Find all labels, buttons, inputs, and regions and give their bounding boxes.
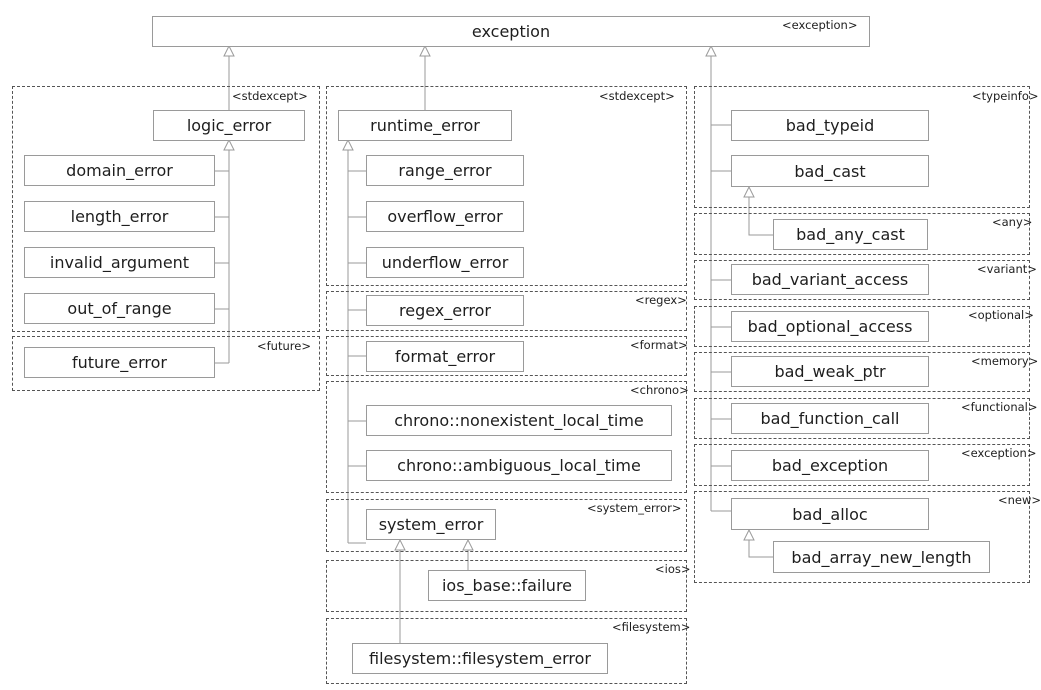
- format-error-label: format_error: [394, 347, 496, 366]
- nonexistent-local-time-label: chrono::nonexistent_local_time: [394, 411, 644, 430]
- group-filesystem: [326, 618, 687, 684]
- logic-error-label: logic_error: [186, 116, 272, 135]
- invalid-argument-label: invalid_argument: [49, 253, 190, 272]
- range-error-label: range_error: [398, 161, 492, 180]
- logic-error-class: logic_error: [153, 110, 305, 141]
- group-typeinfo: [694, 86, 1030, 208]
- group-ios: [326, 560, 687, 612]
- group-format-header: <format>: [630, 338, 688, 352]
- group-optional: [694, 306, 1030, 347]
- underflow-error-label: underflow_error: [381, 253, 509, 272]
- bad-typeid-label: bad_typeid: [785, 116, 875, 135]
- out-of-range-label: out_of_range: [67, 299, 172, 318]
- group-any: [694, 213, 1030, 255]
- bad-array-new-length-class: bad_array_new_length: [773, 541, 990, 573]
- group-any-header: <any>: [992, 215, 1033, 229]
- format-error-class: format_error: [366, 341, 524, 372]
- range-error-class: range_error: [366, 155, 524, 186]
- group-system-error-header: <system_error>: [587, 501, 682, 515]
- bad-cast-label: bad_cast: [794, 161, 866, 181]
- group-system-error: [326, 499, 687, 552]
- bad-exception-label: bad_exception: [771, 456, 889, 475]
- system-error-class: system_error: [366, 509, 496, 540]
- future-error-label: future_error: [72, 353, 167, 372]
- system-error-label: system_error: [378, 515, 484, 534]
- ambiguous-local-time-class: chrono::ambiguous_local_time: [366, 450, 672, 481]
- length-error-class: length_error: [24, 201, 215, 232]
- out-of-range-class: out_of_range: [24, 293, 215, 324]
- bad-optional-access-class: bad_optional_access: [731, 311, 929, 342]
- root-header-label: <exception>: [782, 18, 858, 32]
- bad-variant-access-label: bad_variant_access: [751, 270, 909, 289]
- bad-typeid-class: bad_typeid: [731, 110, 929, 141]
- runtime-error-label: runtime_error: [370, 116, 480, 135]
- bad-alloc-class: bad_alloc: [731, 498, 929, 530]
- bad-array-new-length-label: bad_array_new_length: [791, 547, 972, 567]
- group-chrono-header: <chrono>: [630, 383, 689, 397]
- invalid-argument-class: invalid_argument: [24, 247, 215, 278]
- bad-alloc-label: bad_alloc: [792, 504, 868, 524]
- bad-exception-class: bad_exception: [731, 450, 929, 481]
- bad-variant-access-class: bad_variant_access: [731, 264, 929, 295]
- group-variant-header: <variant>: [977, 262, 1037, 276]
- bad-any-cast-class: bad_any_cast: [773, 219, 928, 250]
- group-variant: [694, 260, 1030, 300]
- bad-function-call-class: bad_function_call: [731, 403, 929, 434]
- group-typeinfo-header: <typeinfo>: [972, 89, 1039, 103]
- ambiguous-local-time-label: chrono::ambiguous_local_time: [397, 456, 641, 475]
- exception-label: exception: [471, 22, 551, 41]
- bad-weak-ptr-class: bad_weak_ptr: [731, 356, 929, 387]
- runtime-error-class: runtime_error: [338, 110, 512, 141]
- group-stdexcept-runtime: [326, 86, 687, 286]
- domain-error-label: domain_error: [66, 161, 173, 180]
- group-stdexcept-logic: [12, 86, 320, 332]
- group-future-header: <future>: [257, 339, 311, 353]
- exception-class: exception: [152, 16, 870, 47]
- group-optional-header: <optional>: [968, 308, 1034, 322]
- group-future: [12, 336, 320, 391]
- filesystem-error-class: filesystem::filesystem_error: [352, 643, 608, 674]
- underflow-error-class: underflow_error: [366, 247, 524, 278]
- group-regex-header: <regex>: [635, 293, 687, 307]
- overflow-error-class: overflow_error: [366, 201, 524, 232]
- group-new-header: <new>: [998, 493, 1041, 507]
- group-ios-header: <ios>: [655, 562, 691, 576]
- ios-failure-class: ios_base::failure: [428, 570, 586, 601]
- group-chrono: [326, 381, 687, 493]
- group-new: [694, 491, 1030, 583]
- length-error-label: length_error: [70, 207, 169, 226]
- group-functional-header: <functional>: [961, 400, 1038, 414]
- bad-optional-access-label: bad_optional_access: [747, 317, 913, 336]
- group-filesystem-header: <filesystem>: [612, 620, 691, 634]
- bad-weak-ptr-label: bad_weak_ptr: [774, 362, 886, 381]
- regex-error-class: regex_error: [366, 295, 524, 326]
- ios-failure-label: ios_base::failure: [441, 576, 573, 595]
- bad-any-cast-label: bad_any_cast: [796, 225, 905, 244]
- bad-function-call-label: bad_function_call: [760, 409, 900, 428]
- overflow-error-label: overflow_error: [387, 207, 503, 226]
- group-format: [326, 336, 687, 376]
- group-regex: [326, 291, 687, 331]
- group-memory: [694, 352, 1030, 392]
- future-error-class: future_error: [24, 347, 215, 378]
- group-stdexcept-runtime-header: <stdexcept>: [599, 89, 675, 103]
- regex-error-label: regex_error: [399, 301, 491, 320]
- group-functional: [694, 398, 1030, 439]
- group-exception-header: [694, 444, 1030, 486]
- group-stdexcept-logic-header: <stdexcept>: [232, 89, 308, 103]
- domain-error-class: domain_error: [24, 155, 215, 186]
- group-exception-header-label: <exception>: [961, 446, 1037, 460]
- filesystem-error-label: filesystem::filesystem_error: [369, 649, 591, 668]
- bad-cast-class: bad_cast: [731, 155, 929, 187]
- nonexistent-local-time-class: chrono::nonexistent_local_time: [366, 405, 672, 436]
- group-memory-header: <memory>: [971, 354, 1039, 368]
